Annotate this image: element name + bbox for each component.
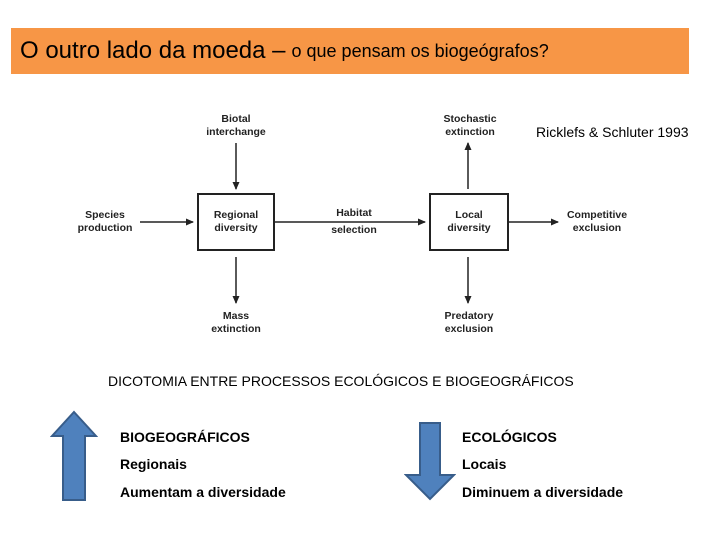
title-bar: O outro lado da moeda – o que pensam os … <box>11 28 689 74</box>
page-title: O outro lado da moeda – <box>20 37 286 64</box>
biogeographic-effect: Aumentam a diversidade <box>120 484 286 500</box>
arrow-down-icon <box>404 422 456 501</box>
arrow-up-icon <box>50 410 98 501</box>
ecological-effect: Diminuem a diversidade <box>462 484 624 500</box>
biogeographic-heading: BIOGEOGRÁFICOS <box>120 429 250 445</box>
dichotomy-heading: DICOTOMIA ENTRE PROCESSOS ECOLÓGICOS E B… <box>108 373 574 389</box>
biogeographic-scale: Regionais <box>120 456 187 472</box>
ecological-scale: Locais <box>462 456 507 472</box>
ecological-heading: ECOLÓGICOS <box>462 429 557 445</box>
page-subtitle: o que pensam os biogeógrafos? <box>291 40 549 61</box>
citation: Ricklefs & Schluter 1993 <box>536 124 689 140</box>
